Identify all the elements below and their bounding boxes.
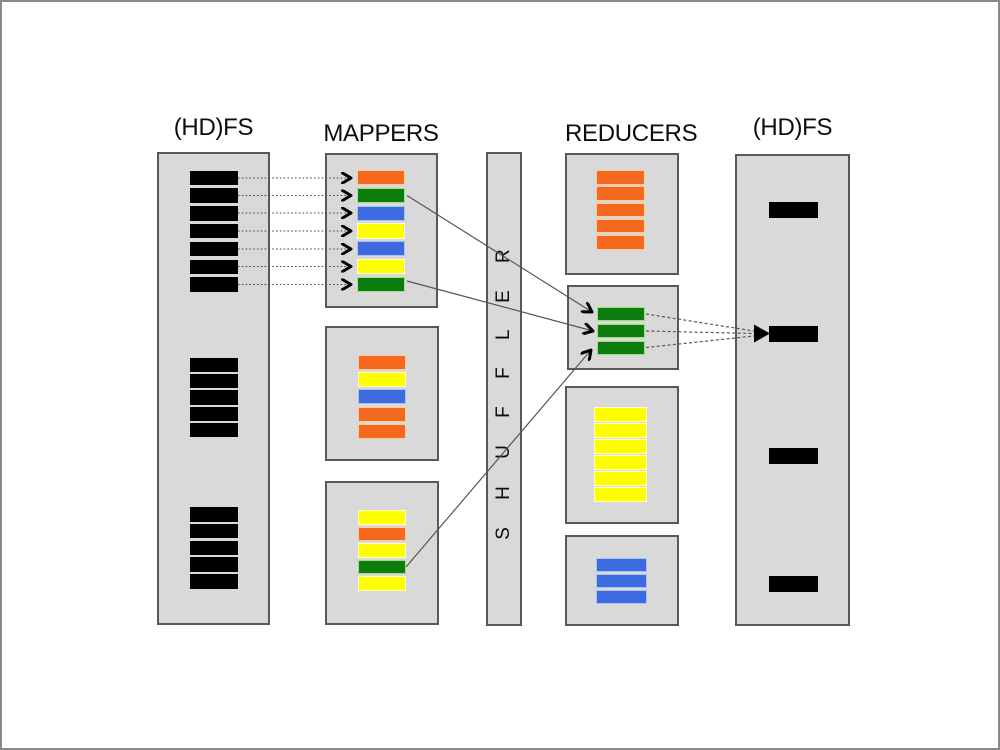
record-bar-green xyxy=(597,323,645,339)
file-block-bar xyxy=(190,206,238,221)
reducers-label: REDUCERS xyxy=(565,120,698,147)
mappers-label: MAPPERS xyxy=(323,120,439,147)
record-bar-blue xyxy=(358,389,406,405)
record-bar-yellow xyxy=(594,487,647,502)
file-block-bar xyxy=(190,540,238,556)
file-block-bar xyxy=(190,523,238,539)
record-bar-yellow xyxy=(594,455,647,470)
record-bar-green xyxy=(358,559,406,575)
file-block-bar xyxy=(190,241,238,257)
record-bar-orange xyxy=(358,526,406,542)
record-bar-blue xyxy=(596,558,647,572)
record-bar-orange xyxy=(358,355,406,370)
file-block-bar xyxy=(769,325,818,342)
file-block-bar xyxy=(190,259,238,274)
file-block-bar xyxy=(190,422,238,437)
record-bar-blue xyxy=(357,205,405,221)
record-bar-yellow xyxy=(594,407,647,422)
file-block-bar xyxy=(190,390,238,405)
hdfs-right-box xyxy=(735,154,850,626)
record-bar-orange xyxy=(596,218,645,234)
record-bar-orange xyxy=(596,202,645,218)
record-bar-blue xyxy=(596,574,647,589)
file-block-bar xyxy=(190,358,238,373)
file-block-bar xyxy=(190,507,238,522)
shuffler-label: S H U F F L E R xyxy=(486,152,522,626)
file-block-bar xyxy=(190,557,238,572)
file-block-bar xyxy=(769,448,818,464)
file-block-bar xyxy=(769,202,818,218)
hdfs-left-label: (HD)FS xyxy=(173,114,254,141)
file-block-bar xyxy=(190,374,238,389)
record-bar-green xyxy=(597,340,645,356)
record-bar-yellow xyxy=(357,223,405,239)
record-bar-yellow xyxy=(358,576,406,591)
record-bar-green xyxy=(357,187,405,203)
record-bar-orange xyxy=(358,406,406,422)
file-block-bar xyxy=(190,277,238,292)
file-block-bar xyxy=(190,188,238,203)
record-bar-yellow xyxy=(594,423,647,438)
record-bar-orange xyxy=(358,423,406,439)
file-block-bar xyxy=(190,170,238,185)
record-bar-green xyxy=(357,276,405,292)
record-bar-yellow xyxy=(358,372,406,388)
record-bar-yellow xyxy=(358,543,406,558)
file-block-bar xyxy=(190,574,238,589)
shuffler-text: S H U F F L E R xyxy=(493,238,515,540)
file-block-bar xyxy=(190,406,238,421)
record-bar-blue xyxy=(596,590,647,605)
hdfs-right-label: (HD)FS xyxy=(752,114,833,141)
file-block-bar xyxy=(190,223,238,239)
record-bar-yellow xyxy=(594,471,647,486)
record-bar-yellow xyxy=(358,510,406,525)
record-bar-yellow xyxy=(357,259,405,275)
record-bar-orange xyxy=(357,170,405,186)
record-bar-yellow xyxy=(594,439,647,454)
record-bar-blue xyxy=(357,241,405,257)
record-bar-orange xyxy=(596,235,645,250)
record-bar-green xyxy=(597,307,645,322)
record-bar-orange xyxy=(596,186,645,201)
record-bar-orange xyxy=(596,170,645,185)
file-block-bar xyxy=(769,576,818,592)
